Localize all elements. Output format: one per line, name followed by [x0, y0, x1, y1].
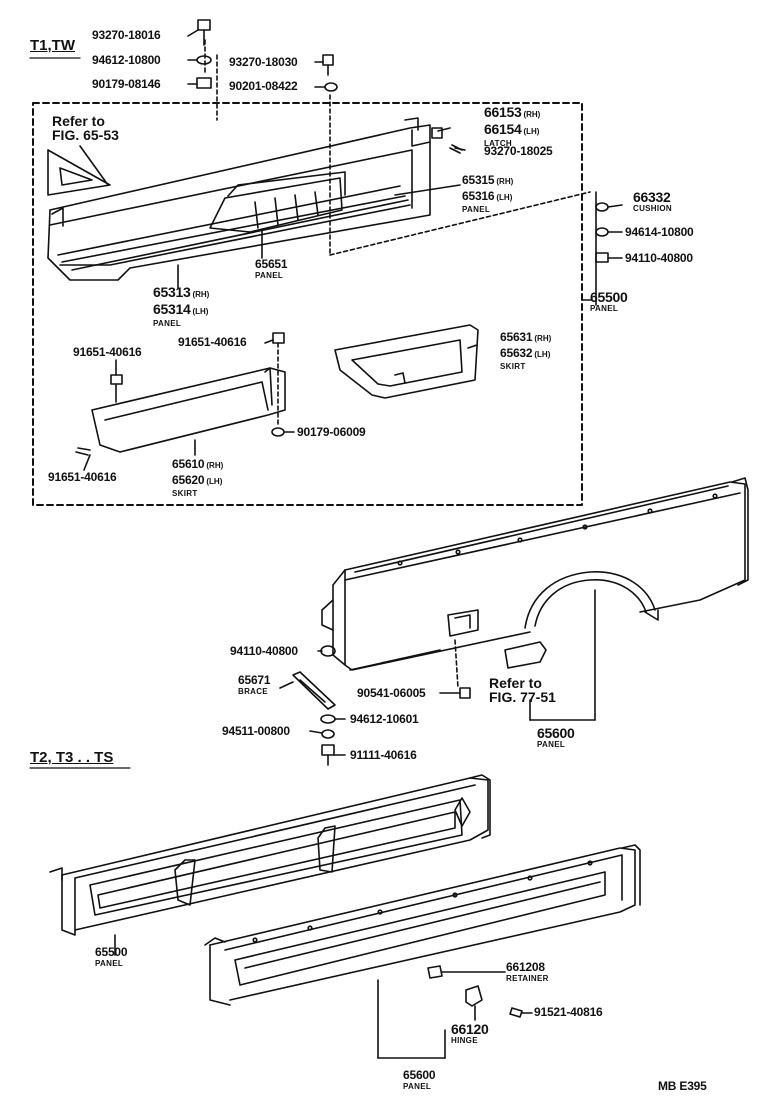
part-number: 65500 — [95, 945, 128, 959]
part-number: 65314 — [153, 301, 191, 317]
part-91651-40616-c: 91651-40616 — [48, 470, 117, 484]
part-name: SKIRT — [172, 489, 198, 498]
section-label-t1-tw: T1,TW — [30, 37, 75, 54]
part-94110-40800-a: 94110-40800 — [625, 251, 693, 265]
part-name: PANEL — [537, 740, 566, 749]
part-94110-40800-b: 94110-40800 — [230, 644, 298, 658]
part-66120-hinge: 66120 HINGE — [451, 1021, 489, 1046]
part-number: 661208 — [506, 960, 545, 974]
side-panel-65600-drawing — [321, 477, 749, 671]
part-number: 66154 — [484, 121, 522, 137]
part-name: BRACE — [238, 687, 268, 696]
reference-line: Refer to — [52, 113, 105, 129]
side-suffix: (RH) — [206, 461, 224, 470]
assembly-65500-frame — [32, 102, 583, 506]
side-suffix: (RH) — [496, 177, 514, 186]
reference-line: FIG. 65-53 — [52, 127, 119, 143]
part-65671-brace: 65671 BRACE — [238, 673, 271, 697]
panel-65313-drawing — [47, 117, 431, 281]
part-65500-panel-upper: 65500 PANEL — [590, 289, 628, 314]
part-65313-panel: 65313(RH) 65314(LH) PANEL — [153, 285, 209, 329]
tailgate-65500-lower-drawing — [49, 774, 491, 936]
part-number: 66120 — [451, 1021, 489, 1037]
part-66153-latch: 66153(RH) 66154(LH) LATCH — [484, 105, 540, 149]
reference-line: Refer to — [489, 675, 542, 691]
part-90541-06005: 90541-06005 — [357, 686, 426, 700]
part-number: 65313 — [153, 284, 191, 300]
part-name: SKIRT — [500, 362, 526, 371]
part-name: CUSHION — [633, 204, 672, 213]
part-94511-00800: 94511-00800 — [222, 724, 290, 738]
part-65651-panel: 65651 PANEL — [255, 257, 288, 281]
side-suffix: (RH) — [192, 290, 210, 299]
part-90201-08422: 90201-08422 — [229, 79, 298, 93]
part-65500-panel-lower: 65500 PANEL — [95, 945, 128, 969]
part-number: 65651 — [255, 257, 288, 271]
part-name: PANEL — [403, 1082, 432, 1091]
skirt-65631-drawing — [334, 324, 479, 399]
side-suffix: (RH) — [523, 110, 541, 119]
part-65631-skirt: 65631(RH) 65632(LH) SKIRT — [500, 330, 551, 372]
part-number: 65315 — [462, 173, 495, 187]
part-91651-40616-b: 91651-40616 — [73, 345, 142, 359]
hinge-66120-drawing — [465, 985, 483, 1007]
part-name: PANEL — [153, 319, 182, 328]
part-65315-panel: 65315(RH) 65316(LH) PANEL — [462, 173, 513, 215]
part-number: 66153 — [484, 104, 522, 120]
part-number: 66332 — [633, 189, 671, 205]
part-name: PANEL — [462, 205, 491, 214]
part-number: 65610 — [172, 457, 205, 471]
part-90179-06009: 90179-06009 — [297, 425, 366, 439]
side-suffix: (LH) — [192, 307, 209, 316]
part-66332-cushion: 66332 CUSHION — [633, 190, 672, 214]
part-94612-10601: 94612-10601 — [350, 712, 419, 726]
part-661208-retainer: 661208 RETAINER — [506, 960, 549, 984]
part-name: PANEL — [95, 959, 124, 968]
part-91521-40816: 91521-40816 — [534, 1005, 603, 1019]
part-number: 65600 — [403, 1068, 436, 1082]
skirt-65610-drawing — [91, 367, 286, 453]
part-65600-panel-lower: 65600 PANEL — [403, 1068, 436, 1092]
part-65610-skirt: 65610(RH) 65620(LH) SKIRT — [172, 457, 223, 499]
part-number: 65620 — [172, 473, 205, 487]
side-suffix: (LH) — [534, 350, 551, 359]
part-91111-40616: 91111-40616 — [350, 748, 417, 762]
part-93270-18025: 93270-18025 — [484, 144, 553, 158]
figure-code: MB E395 — [658, 1079, 707, 1093]
part-93270-18016: 93270-18016 — [92, 28, 161, 42]
part-name: RETAINER — [506, 974, 549, 983]
side-suffix: (LH) — [523, 127, 540, 136]
part-91651-40616-a: 91651-40616 — [178, 335, 247, 349]
part-name: HINGE — [451, 1036, 478, 1045]
part-name: PANEL — [255, 271, 284, 280]
part-number: 65631 — [500, 330, 533, 344]
side-suffix: (LH) — [496, 193, 513, 202]
part-65600-panel-upper: 65600 PANEL — [537, 725, 575, 750]
reference-fig-65-53: Refer to FIG. 65-53 — [52, 114, 119, 142]
side-suffix: (LH) — [206, 477, 223, 486]
part-number: 65600 — [537, 725, 575, 741]
part-name: LATCH — [484, 139, 513, 148]
reference-line: FIG. 77-51 — [489, 689, 556, 705]
part-94612-10800: 94612-10800 — [92, 53, 161, 67]
side-suffix: (RH) — [534, 334, 552, 343]
part-name: PANEL — [590, 304, 619, 313]
reference-fig-77-51: Refer to FIG. 77-51 — [489, 676, 556, 704]
brace-65671-drawing — [292, 671, 336, 710]
part-93270-18030: 93270-18030 — [229, 55, 298, 69]
part-number: 65316 — [462, 189, 495, 203]
section-label-t2-t3-ts: T2, T3 . . TS — [30, 749, 114, 766]
side-panel-65600-lower-drawing — [204, 844, 641, 1006]
part-number: 65500 — [590, 289, 628, 305]
part-90179-08146: 90179-08146 — [92, 77, 161, 91]
part-94614-10800: 94614-10800 — [625, 225, 694, 239]
retainer-661208-drawing — [427, 965, 443, 979]
part-number: 65632 — [500, 346, 533, 360]
part-number: 65671 — [238, 673, 271, 687]
